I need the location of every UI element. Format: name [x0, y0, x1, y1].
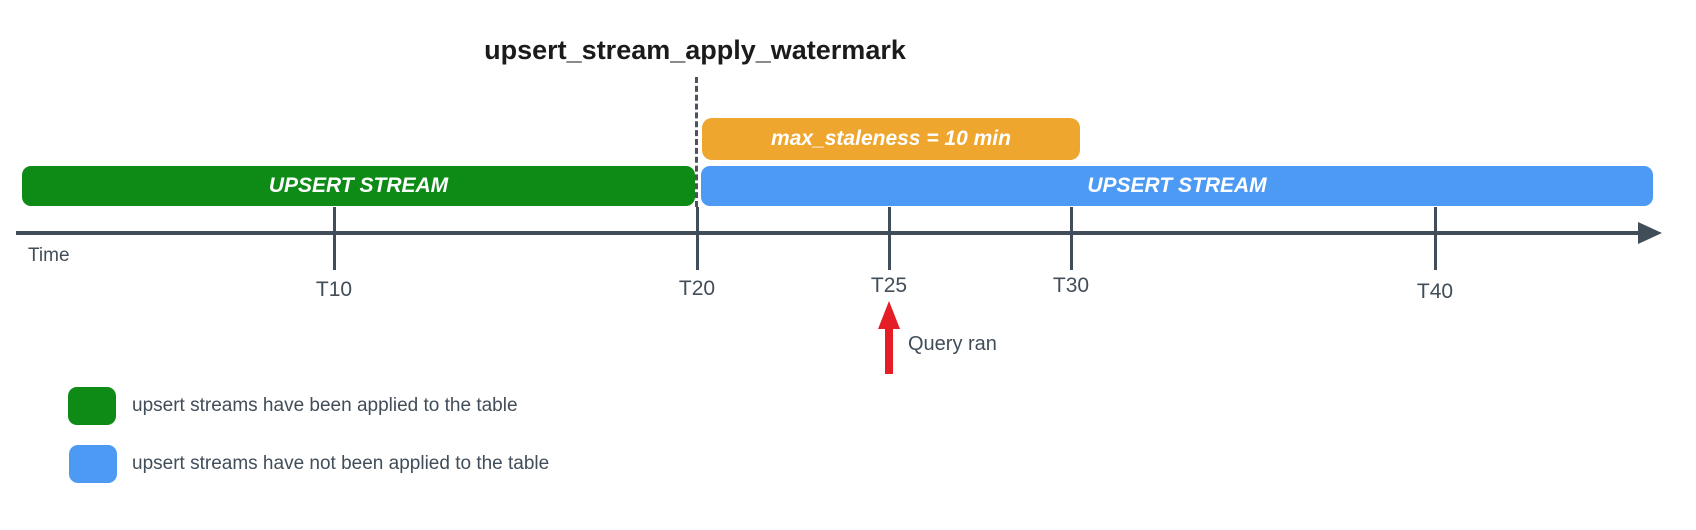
upsert-stream-not-applied-bar: UPSERT STREAM: [701, 166, 1653, 206]
time-axis-label: Time: [28, 245, 70, 266]
legend-swatch-not-applied: [69, 445, 117, 483]
max-staleness-label: max_staleness = 10 min: [771, 127, 1011, 150]
tick-label-t25: T25: [870, 274, 908, 297]
legend-label-not-applied: upsert streams have not been applied to …: [132, 453, 550, 474]
tick-label-t20: T20: [678, 277, 716, 300]
query-ran-label: Query ran: [908, 333, 997, 355]
tick-line-t20: [696, 207, 699, 270]
time-axis-arrowhead-icon: [1638, 222, 1662, 244]
upsert-stream-applied-label: UPSERT STREAM: [268, 174, 449, 197]
watermark-dashed-line: [695, 77, 698, 207]
tick-label-t30: T30: [1052, 274, 1090, 297]
query-ran-arrow-shaft: [885, 327, 893, 374]
tick-line-t25: [888, 207, 891, 270]
legend-label-applied: upsert streams have been applied to the …: [132, 395, 518, 416]
tick-line-t40: [1434, 207, 1437, 270]
tick-line-t10: [333, 207, 336, 270]
tick-label-t40: T40: [1416, 280, 1454, 303]
query-ran-arrow-icon: [878, 301, 900, 329]
legend-swatch-applied: [68, 387, 116, 425]
tick-label-t10: T10: [315, 278, 353, 301]
upsert-stream-applied-bar: UPSERT STREAM: [22, 166, 695, 206]
upsert-stream-not-applied-label: UPSERT STREAM: [1087, 174, 1267, 197]
tick-line-t30: [1070, 207, 1073, 270]
time-axis-line: [16, 231, 1642, 235]
watermark-title: upsert_stream_apply_watermark: [484, 35, 906, 65]
max-staleness-bar: max_staleness = 10 min: [702, 118, 1080, 160]
